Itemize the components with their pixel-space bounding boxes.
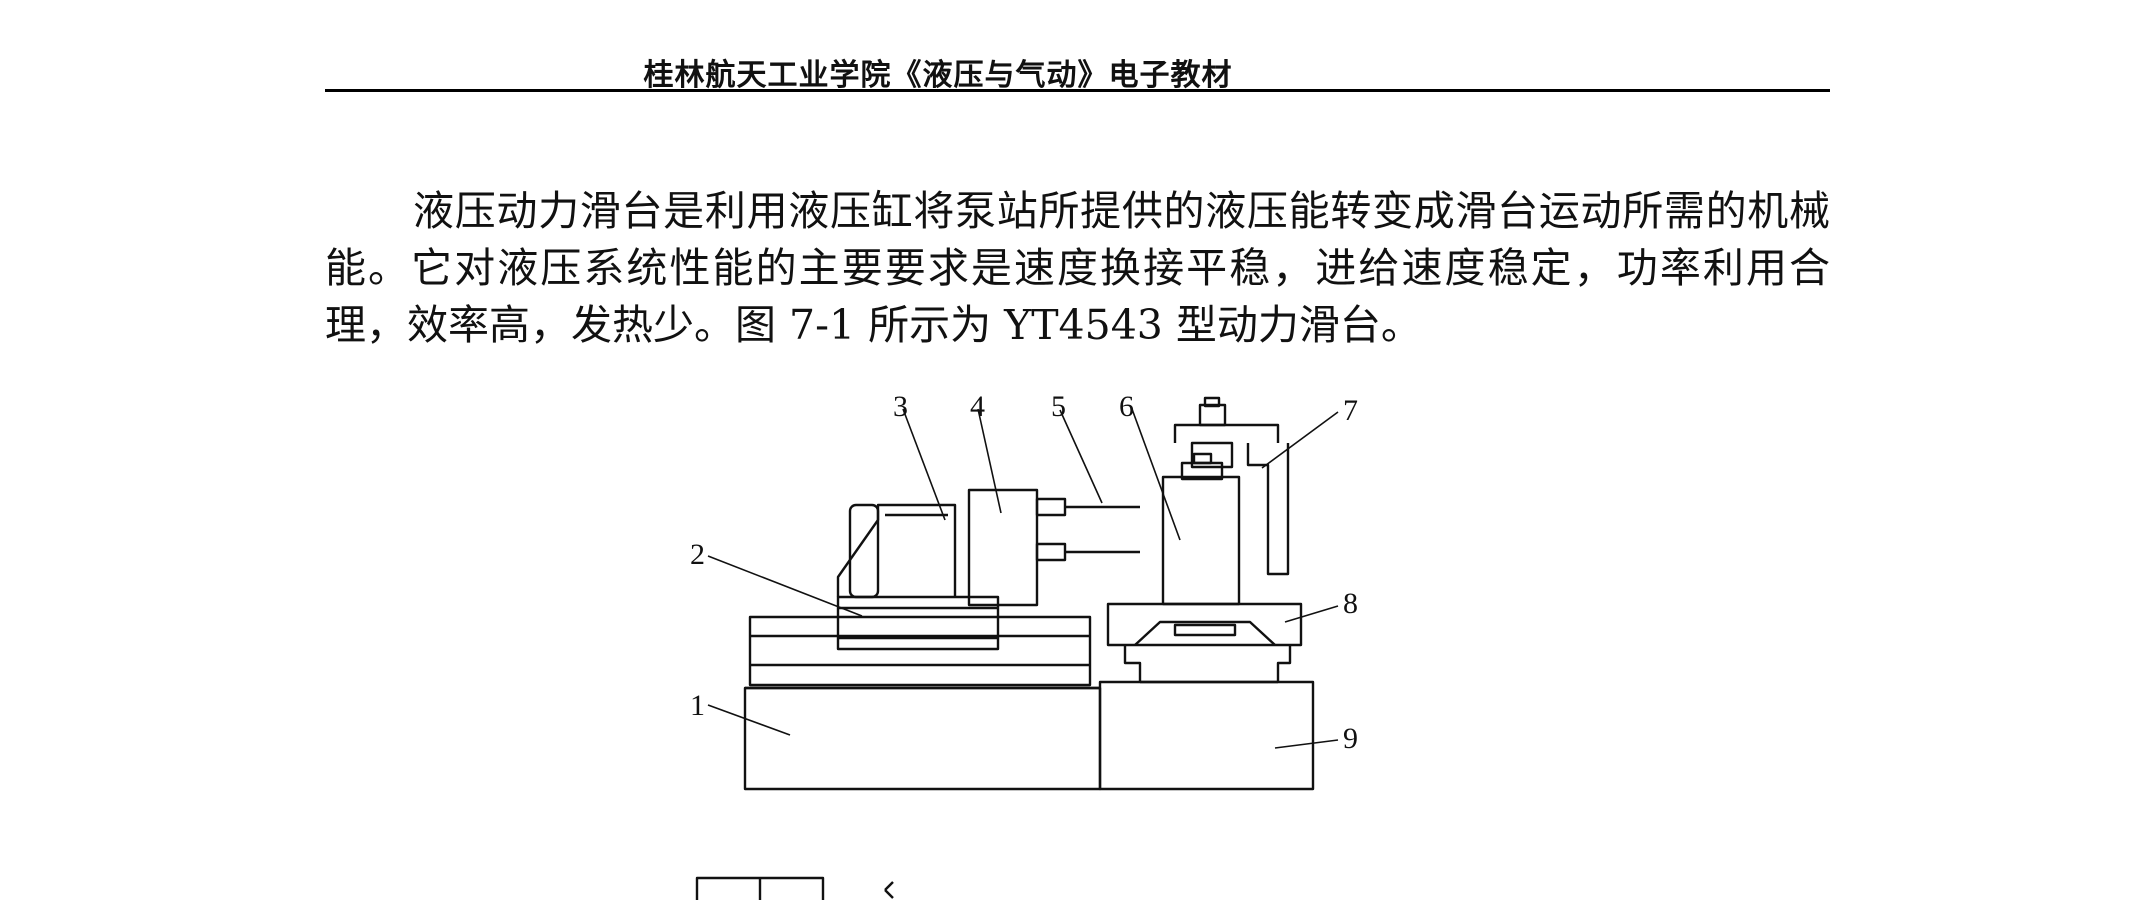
callout-7: 7 <box>1343 394 1358 427</box>
base-bed <box>743 686 1102 791</box>
callout-labels: 1 2 3 4 5 6 7 8 9 <box>690 390 1358 755</box>
callout-3: 3 <box>893 390 908 423</box>
header-rule <box>325 89 1830 92</box>
workpiece <box>1161 452 1241 606</box>
page-header-title: 桂林航天工业学院《液压与气动》电子教材 <box>643 58 1233 93</box>
sliding-table <box>836 595 1000 651</box>
spindle-box <box>967 488 1039 607</box>
clamp-fixture <box>1173 396 1290 576</box>
slide-rails <box>748 615 1092 687</box>
power-head <box>836 503 957 599</box>
callout-1: 1 <box>690 689 705 722</box>
callout-5: 5 <box>1051 390 1066 423</box>
callout-2: 2 <box>690 538 705 571</box>
leader-lines <box>707 408 1339 749</box>
lower-diagram-fragment <box>695 876 894 900</box>
spindles <box>1035 497 1140 562</box>
callout-8: 8 <box>1343 587 1358 620</box>
body-paragraph: 液压动力滑台是利用液压缸将泵站所提供的液压能转变成滑台运动所需的机械能。它对液压… <box>325 187 1830 349</box>
column-base <box>1098 680 1315 791</box>
callout-6: 6 <box>1119 390 1134 423</box>
fixture-table <box>1106 602 1303 684</box>
callout-4: 4 <box>970 390 985 423</box>
callout-9: 9 <box>1343 722 1358 755</box>
